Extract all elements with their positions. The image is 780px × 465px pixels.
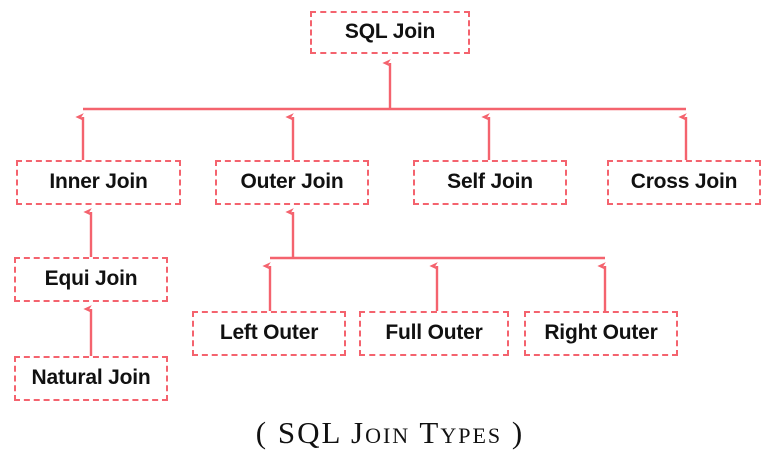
node-inner-join[interactable]: Inner Join	[16, 160, 181, 205]
node-left-outer[interactable]: Left Outer	[192, 311, 346, 356]
node-right-outer-label: Right Outer	[544, 321, 658, 344]
node-natural-join[interactable]: Natural Join	[14, 356, 168, 401]
node-outer-join[interactable]: Outer Join	[215, 160, 369, 205]
node-full-outer[interactable]: Full Outer	[359, 311, 509, 356]
node-outer-join-label: Outer Join	[240, 170, 344, 193]
node-natural-join-label: Natural Join	[31, 366, 151, 389]
diagram-caption: ( SQL Join Types )	[255, 415, 525, 450]
node-sql-join[interactable]: SQL Join	[310, 11, 470, 54]
node-equi-join-label: Equi Join	[44, 267, 138, 290]
node-right-outer[interactable]: Right Outer	[524, 311, 678, 356]
node-self-join[interactable]: Self Join	[413, 160, 567, 205]
node-self-join-label: Self Join	[447, 170, 533, 193]
node-full-outer-label: Full Outer	[385, 321, 483, 344]
node-cross-join[interactable]: Cross Join	[607, 160, 761, 205]
node-sql-join-label: SQL Join	[344, 20, 436, 43]
node-equi-join[interactable]: Equi Join	[14, 257, 168, 302]
node-left-outer-label: Left Outer	[219, 321, 319, 344]
node-inner-join-label: Inner Join	[49, 170, 148, 193]
node-cross-join-label: Cross Join	[630, 170, 738, 193]
